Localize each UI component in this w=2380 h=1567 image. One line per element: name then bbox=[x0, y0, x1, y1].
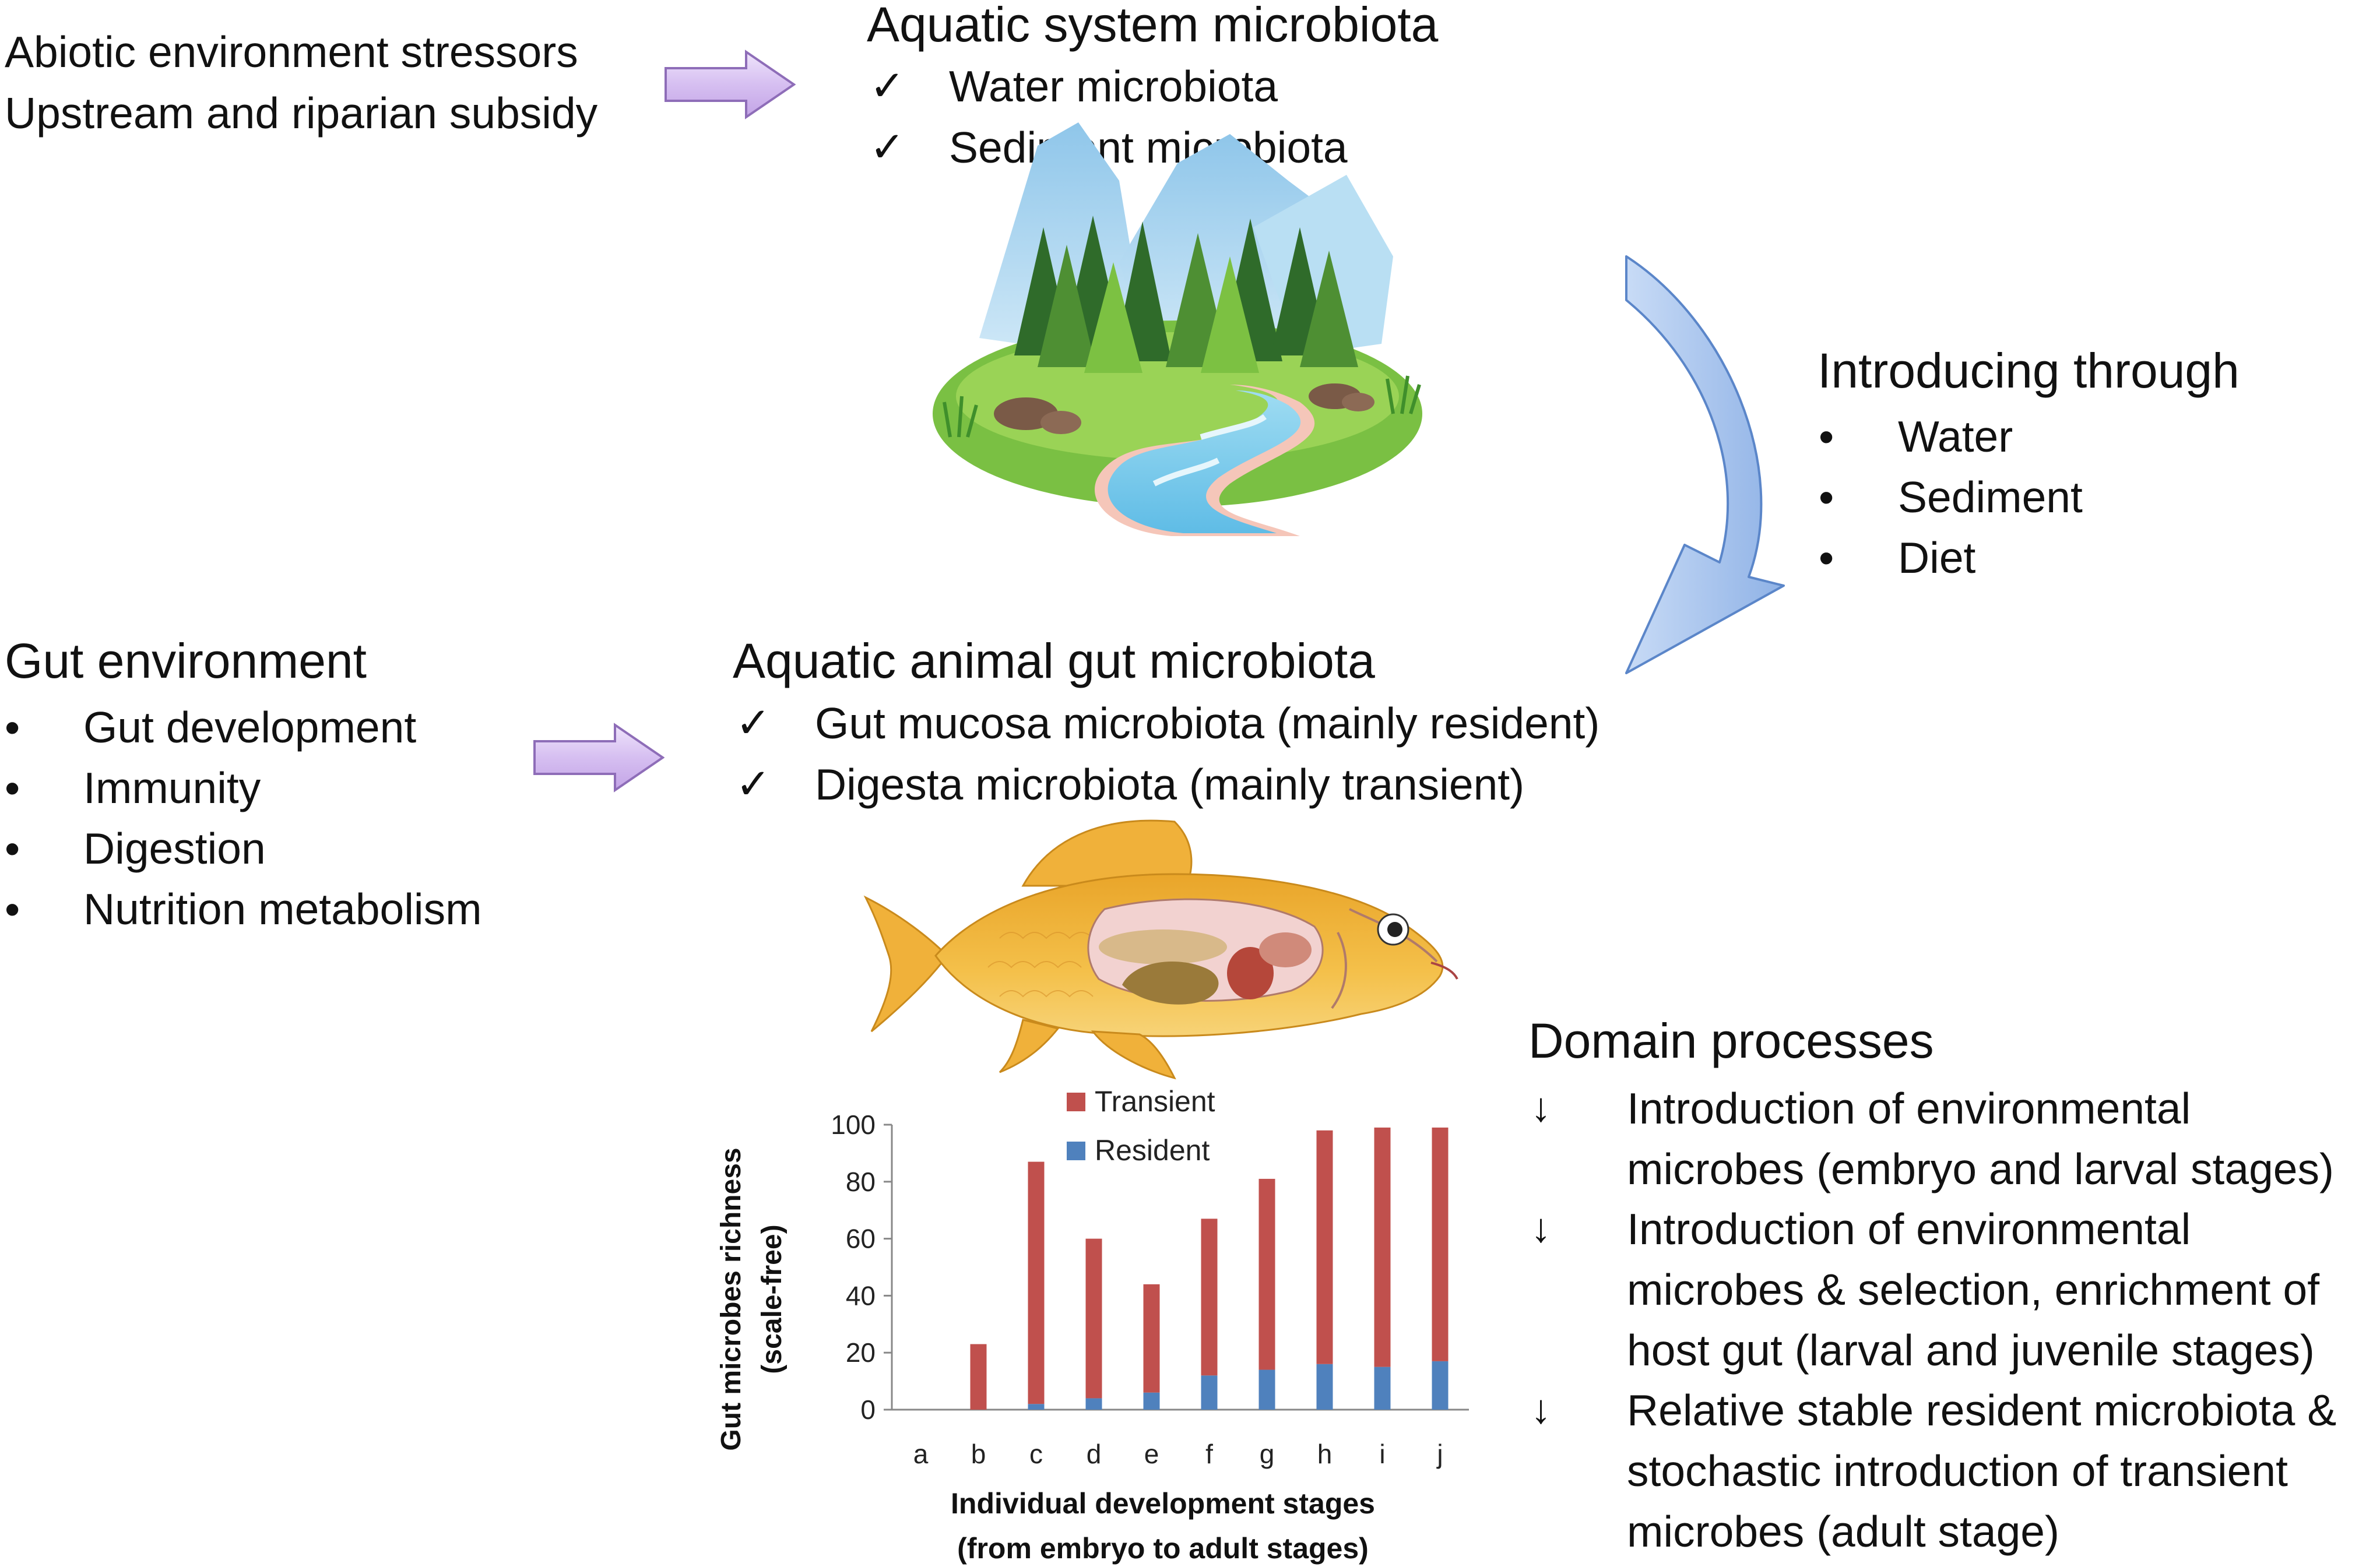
bullet-icon: • bbox=[1819, 412, 1834, 461]
gut-env-item-digestion: Digestion bbox=[83, 824, 266, 873]
legend-swatch-resident bbox=[1067, 1142, 1085, 1160]
introducing-item-sediment: Sediment bbox=[1898, 473, 2083, 522]
bullet-icon: • bbox=[1819, 533, 1834, 582]
gut-richness-chart: 0 20 40 60 80 100 a b c d e f g h i j TransientResidentI… bbox=[716, 1085, 1469, 1565]
x-tick-label: e bbox=[1144, 1439, 1159, 1469]
process-2-line-2: microbes & selection, enrichment of bbox=[1627, 1265, 2320, 1314]
bar-transient-d bbox=[1085, 1238, 1102, 1399]
animal-gut-item-digesta: Digesta microbiota (mainly transient) bbox=[815, 760, 1525, 809]
x-tick-label: f bbox=[1205, 1439, 1213, 1469]
introducing-item-water: Water bbox=[1898, 412, 2013, 461]
check-icon: ✓ bbox=[736, 700, 771, 746]
x-axis-label: Individual development stages bbox=[951, 1487, 1375, 1520]
aquatic-item-water: Water microbiota bbox=[949, 62, 1278, 111]
x-tick-label: a bbox=[913, 1439, 929, 1469]
bar-transient-h bbox=[1316, 1130, 1333, 1364]
bullet-icon: • bbox=[1819, 473, 1834, 522]
x-tick-label: d bbox=[1087, 1439, 1102, 1469]
list-item: • Sediment bbox=[1819, 472, 2168, 533]
down-arrow-icon: ↓ bbox=[1531, 1386, 1551, 1432]
list-item: ✓ Gut mucosa microbiota (mainly resident… bbox=[736, 698, 1727, 759]
bar-transient-j bbox=[1432, 1127, 1449, 1361]
aquatic-system-title: Aquatic system microbiota bbox=[867, 0, 1439, 52]
bullet-icon: • bbox=[5, 824, 20, 873]
bar-resident-f bbox=[1201, 1375, 1218, 1410]
y-tick-label: 20 bbox=[846, 1337, 876, 1368]
bar-transient-b bbox=[970, 1344, 987, 1410]
x-tick-label: c bbox=[1029, 1439, 1043, 1469]
bullet-icon: • bbox=[5, 703, 20, 752]
bullet-icon: • bbox=[5, 763, 20, 812]
check-icon: ✓ bbox=[736, 761, 771, 808]
bar-transient-g bbox=[1258, 1178, 1275, 1370]
gut-env-item-nutrition: Nutrition metabolism bbox=[83, 885, 482, 934]
x-tick-label: b bbox=[971, 1439, 986, 1469]
list-item: • Immunity bbox=[5, 763, 588, 823]
fish-anatomy-illustration-icon bbox=[863, 819, 1458, 1080]
y-tick-label: 80 bbox=[846, 1167, 876, 1197]
bar-resident-e bbox=[1143, 1392, 1160, 1410]
process-3-line-3: microbes (adult stage) bbox=[1627, 1507, 2059, 1556]
check-icon: ✓ bbox=[870, 63, 905, 110]
x-tick-label: i bbox=[1379, 1439, 1385, 1469]
bar-transient-e bbox=[1143, 1284, 1160, 1393]
introducing-item-diet: Diet bbox=[1898, 533, 1976, 582]
legend-label-resident: Resident bbox=[1095, 1134, 1210, 1167]
bar-resident-i bbox=[1374, 1367, 1391, 1410]
y-axis-label: Gut microbes richness bbox=[716, 1147, 747, 1450]
legend-swatch-transient bbox=[1067, 1093, 1085, 1111]
y-tick-label: 60 bbox=[846, 1224, 876, 1254]
aquatic-item-sediment: Sediment microbiota bbox=[949, 123, 1348, 172]
curved-down-arrow-icon bbox=[1625, 255, 1785, 674]
y-tick-label: 100 bbox=[831, 1110, 876, 1140]
introducing-title: Introducing through bbox=[1817, 343, 2240, 398]
env-stressors-line: Abiotic environment stressors bbox=[5, 27, 578, 76]
x-axis-label: (from embryo to adult stages) bbox=[957, 1532, 1369, 1565]
list-item: • Digestion bbox=[5, 823, 588, 884]
x-tick-label: j bbox=[1436, 1439, 1443, 1469]
animal-gut-title: Aquatic animal gut microbiota bbox=[733, 633, 1375, 688]
list-item: • Gut development bbox=[5, 702, 588, 763]
bullet-icon: • bbox=[5, 885, 20, 934]
bar-transient-i bbox=[1374, 1127, 1391, 1367]
process-3-line-1: Relative stable resident microbiota & bbox=[1627, 1386, 2337, 1435]
env-subsidy-line: Upstream and riparian subsidy bbox=[5, 89, 598, 138]
list-item: ✓ Digesta microbiota (mainly transient) bbox=[736, 759, 1727, 820]
right-arrow-icon bbox=[533, 723, 665, 793]
y-tick-label: 40 bbox=[846, 1280, 876, 1311]
animal-gut-item-mucosa: Gut mucosa microbiota (mainly resident) bbox=[815, 699, 1600, 748]
process-2-line-1: Introduction of environmental bbox=[1627, 1205, 2191, 1253]
bar-resident-c bbox=[1028, 1404, 1045, 1410]
list-item: • Water bbox=[1819, 411, 2168, 472]
bar-resident-j bbox=[1432, 1361, 1449, 1410]
bar-resident-h bbox=[1316, 1364, 1333, 1410]
process-3-line-2: stochastic introduction of transient bbox=[1627, 1446, 2288, 1495]
bar-resident-d bbox=[1085, 1398, 1102, 1410]
bar-transient-c bbox=[1028, 1161, 1045, 1404]
down-arrow-icon: ↓ bbox=[1531, 1205, 1551, 1251]
legend-label-transient: Transient bbox=[1095, 1085, 1215, 1118]
bar-transient-f bbox=[1201, 1219, 1218, 1376]
list-item: ✓ Sediment microbiota bbox=[870, 122, 1453, 183]
right-arrow-icon bbox=[665, 50, 796, 119]
down-arrow-icon: ↓ bbox=[1531, 1084, 1551, 1130]
process-1-line-1: Introduction of environmental bbox=[1627, 1084, 2191, 1133]
process-2-line-3: host gut (larval and juvenile stages) bbox=[1627, 1326, 2315, 1375]
gut-env-item-development: Gut development bbox=[83, 703, 417, 752]
y-axis-label: (scale-free) bbox=[757, 1224, 788, 1374]
x-tick-label: h bbox=[1317, 1439, 1333, 1469]
process-1-line-2: microbes (embryo and larval stages) bbox=[1627, 1145, 2334, 1193]
bar-resident-g bbox=[1258, 1369, 1275, 1410]
gut-env-item-immunity: Immunity bbox=[83, 763, 261, 812]
list-item: • Diet bbox=[1819, 533, 2168, 593]
list-item: ✓ Water microbiota bbox=[870, 61, 1453, 122]
gut-environment-title: Gut environment bbox=[5, 633, 367, 688]
check-icon: ✓ bbox=[870, 124, 905, 171]
landscape-illustration-icon bbox=[933, 122, 1422, 536]
domain-processes-title: Domain processes bbox=[1528, 1013, 1934, 1068]
x-tick-label: g bbox=[1260, 1439, 1275, 1469]
list-item: • Nutrition metabolism bbox=[5, 884, 588, 945]
y-tick-label: 0 bbox=[860, 1395, 876, 1425]
